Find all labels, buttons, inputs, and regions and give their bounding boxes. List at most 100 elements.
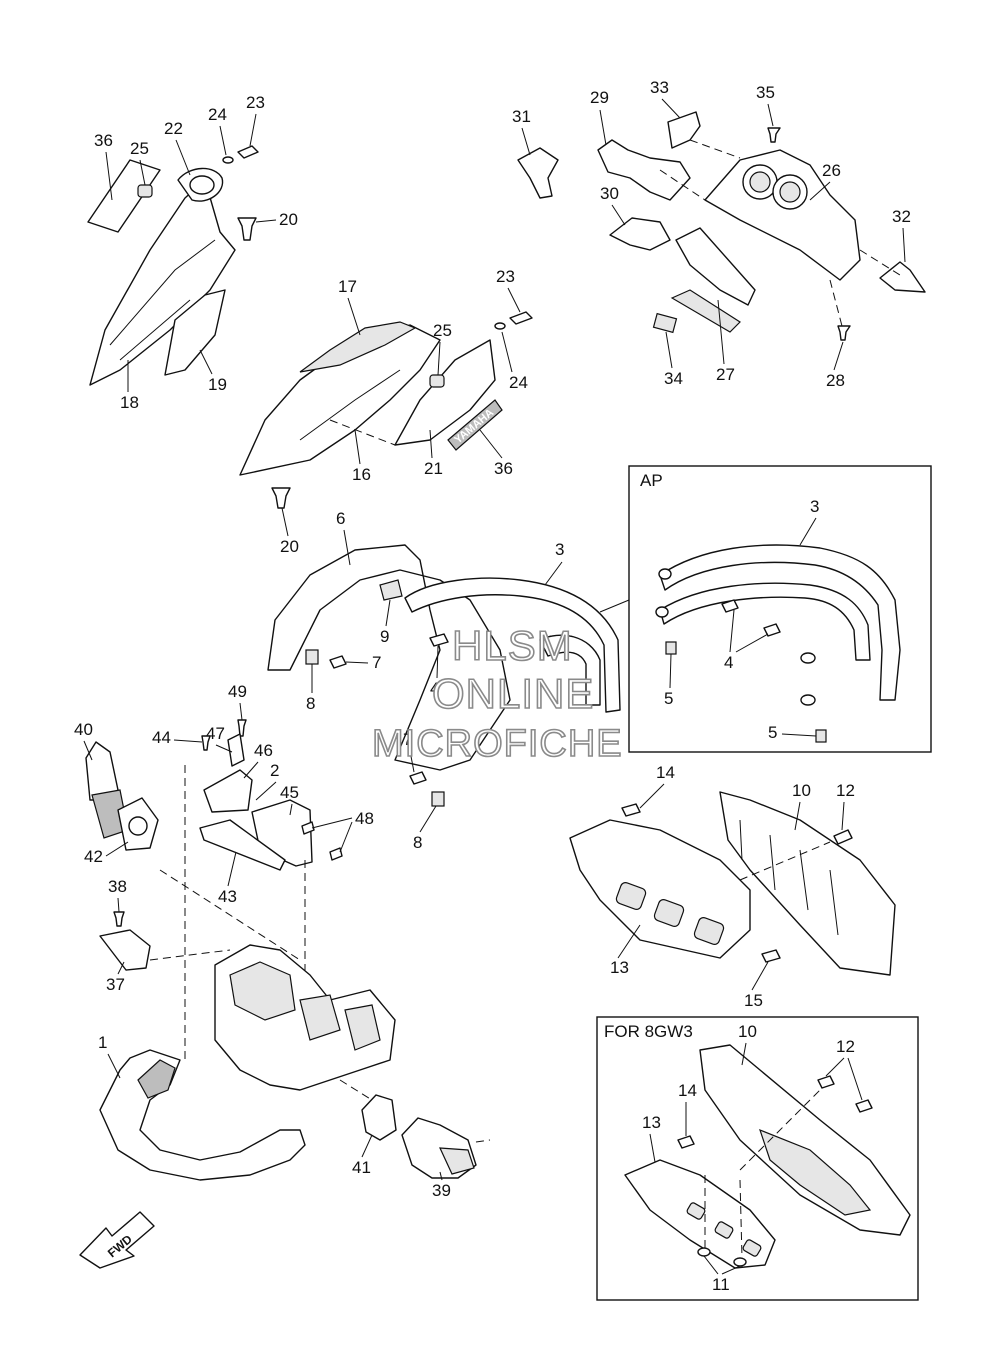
part-43-bar [199,819,286,871]
part-44-bolt [201,735,211,751]
part-4-bolt [429,633,449,647]
callout-25-b: 25 [433,321,452,340]
part-24-washer-left [222,156,234,164]
callout-8gw3-10: 10 [738,1022,757,1041]
part-29-panel [597,139,691,201]
front-frame-group: 6 3 9 7 8 4 7 8 [267,509,621,852]
part-47-tab [227,733,245,767]
callout-18: 18 [120,393,139,412]
callout-15: 15 [744,991,763,1010]
part-3-grab-bar-rear [539,634,601,706]
watermark-line-2: ONLINE [432,670,594,717]
inset-8gw3: FOR 8GW3 10 12 14 13 11 [596,1016,919,1301]
callout-39: 39 [432,1181,451,1200]
inset-ap-title: AP [640,471,663,490]
callout-2: 2 [270,761,279,780]
part-20-screw-upper [237,217,257,241]
part-46-bracket [203,769,253,813]
callout-27: 27 [716,365,735,384]
dash-housing-group: 31 29 33 35 26 30 32 34 27 28 [512,78,926,390]
callout-9: 9 [380,627,389,646]
callout-36: 36 [94,131,113,150]
part-12-rivet [833,829,853,845]
callout-44: 44 [152,728,171,747]
part-33-cover [667,111,701,149]
part-30-panel [609,217,671,251]
part-9-clip [379,579,403,601]
callout-29: 29 [590,88,609,107]
callout-6: 6 [336,509,345,528]
inset-part-11-grommet-a [697,1247,711,1257]
part-35-screw [767,127,781,143]
part-16-side-panel [239,324,441,476]
callout-25: 25 [130,139,149,158]
part-23-bolt-left [237,145,259,159]
inset-part-12-rivet-b [855,1099,873,1113]
callout-35: 35 [756,83,775,102]
callout-ap-5-a: 5 [664,689,673,708]
nose-group: 1 41 39 [98,944,491,1200]
right-side-panel-group: YAMAHA 17 25 23 24 16 21 36 20 [239,267,533,556]
callout-16: 16 [352,465,371,484]
callout-8gw3-14: 14 [678,1081,697,1100]
callout-8gw3-11: 11 [712,1275,730,1294]
callout-38: 38 [108,877,127,896]
part-37-bracket [99,929,151,971]
part-38-bolt [113,911,125,927]
callout-ap-5-b: 5 [768,723,777,742]
part-7-bolt-a [329,655,347,669]
part-25-grommet-left [137,184,153,198]
part-24-washer-right [494,322,506,330]
callout-49: 49 [228,682,247,701]
part-15-rivet [761,949,781,963]
ap-bolt-b [763,623,781,637]
part-14-rivet [621,803,641,817]
part-28-screw [837,325,851,341]
callout-8gw3-12: 12 [836,1037,855,1056]
part-13-plate [569,819,751,959]
callout-24: 24 [208,105,227,124]
callout-13: 13 [610,958,629,977]
part-3-grab-bar [404,577,621,713]
belly-pan-group: 14 10 12 13 15 [569,763,896,1010]
part-6-frame [267,544,511,771]
fwd-arrow: FWD [79,1211,155,1269]
part-48-bolt-a [301,821,315,835]
callout-24-b: 24 [509,373,528,392]
callout-36-b: 36 [494,459,513,478]
fwd-arrow-shape [79,1211,155,1269]
callout-21: 21 [424,459,443,478]
callout-37: 37 [106,975,125,994]
inset-8gw3-title: FOR 8GW3 [604,1022,693,1041]
part-23-bolt-right [509,311,533,325]
callout-7-b: 7 [403,730,412,749]
callout-20: 20 [279,210,298,229]
callout-14: 14 [656,763,675,782]
callout-1: 1 [98,1033,107,1052]
part-27-plate [675,227,756,306]
callout-46: 46 [254,741,273,760]
ap-bar-outer [659,544,901,701]
part-10-guard [719,791,896,976]
callout-42: 42 [84,847,103,866]
part-21-inner-panel [394,339,496,446]
inset-ap: AP 3 4 5 5 [599,465,932,753]
callout-28: 28 [826,371,845,390]
inset-8gw3-frame [596,1016,919,1301]
inset-part-12-rivet-a [817,1075,835,1089]
watermark-line-3: MICROFICHE [372,723,623,765]
callout-4: 4 [430,679,439,698]
callout-48: 48 [355,809,374,828]
watermark-line-1: HLSM [452,622,573,669]
callout-8-b: 8 [413,833,422,852]
inset-ap-frame [628,465,932,753]
inset-part-14-rivet [677,1135,695,1149]
part-20-screw-lower [271,487,291,509]
part-36-decal-left [87,159,161,233]
part-19-inner-panel [164,289,226,376]
callout-41: 41 [352,1158,371,1177]
part-18-side-panel [89,179,236,386]
callout-17: 17 [338,277,357,296]
